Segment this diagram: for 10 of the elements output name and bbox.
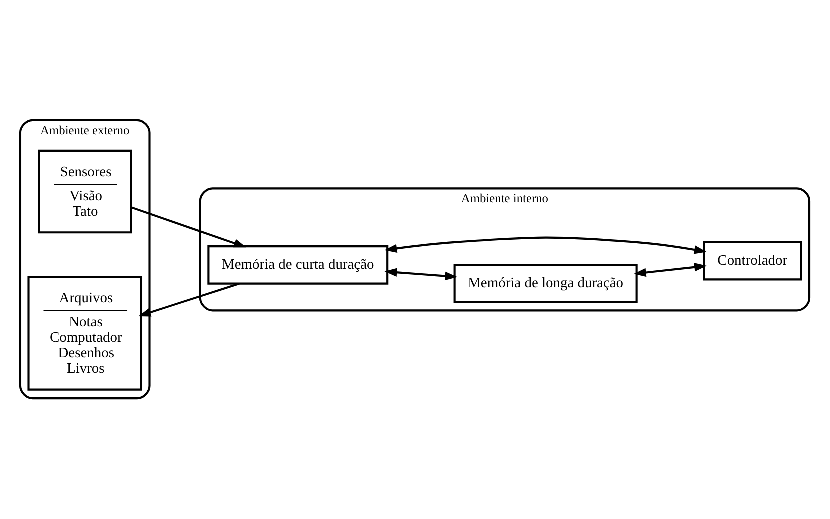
arrow xyxy=(384,236,707,254)
arrow xyxy=(634,263,708,278)
arrow xyxy=(384,268,458,281)
node-box: Controlador xyxy=(703,241,802,281)
node-box: Arquivos Notas Computador Desenhos Livros xyxy=(28,276,142,391)
node-box: Memória de longa duração xyxy=(454,264,638,304)
arrow xyxy=(130,206,247,248)
arrow xyxy=(138,282,240,317)
node-box: Sensores Visão Tato xyxy=(38,150,132,234)
node-box: Memória de curta duração xyxy=(208,246,389,285)
